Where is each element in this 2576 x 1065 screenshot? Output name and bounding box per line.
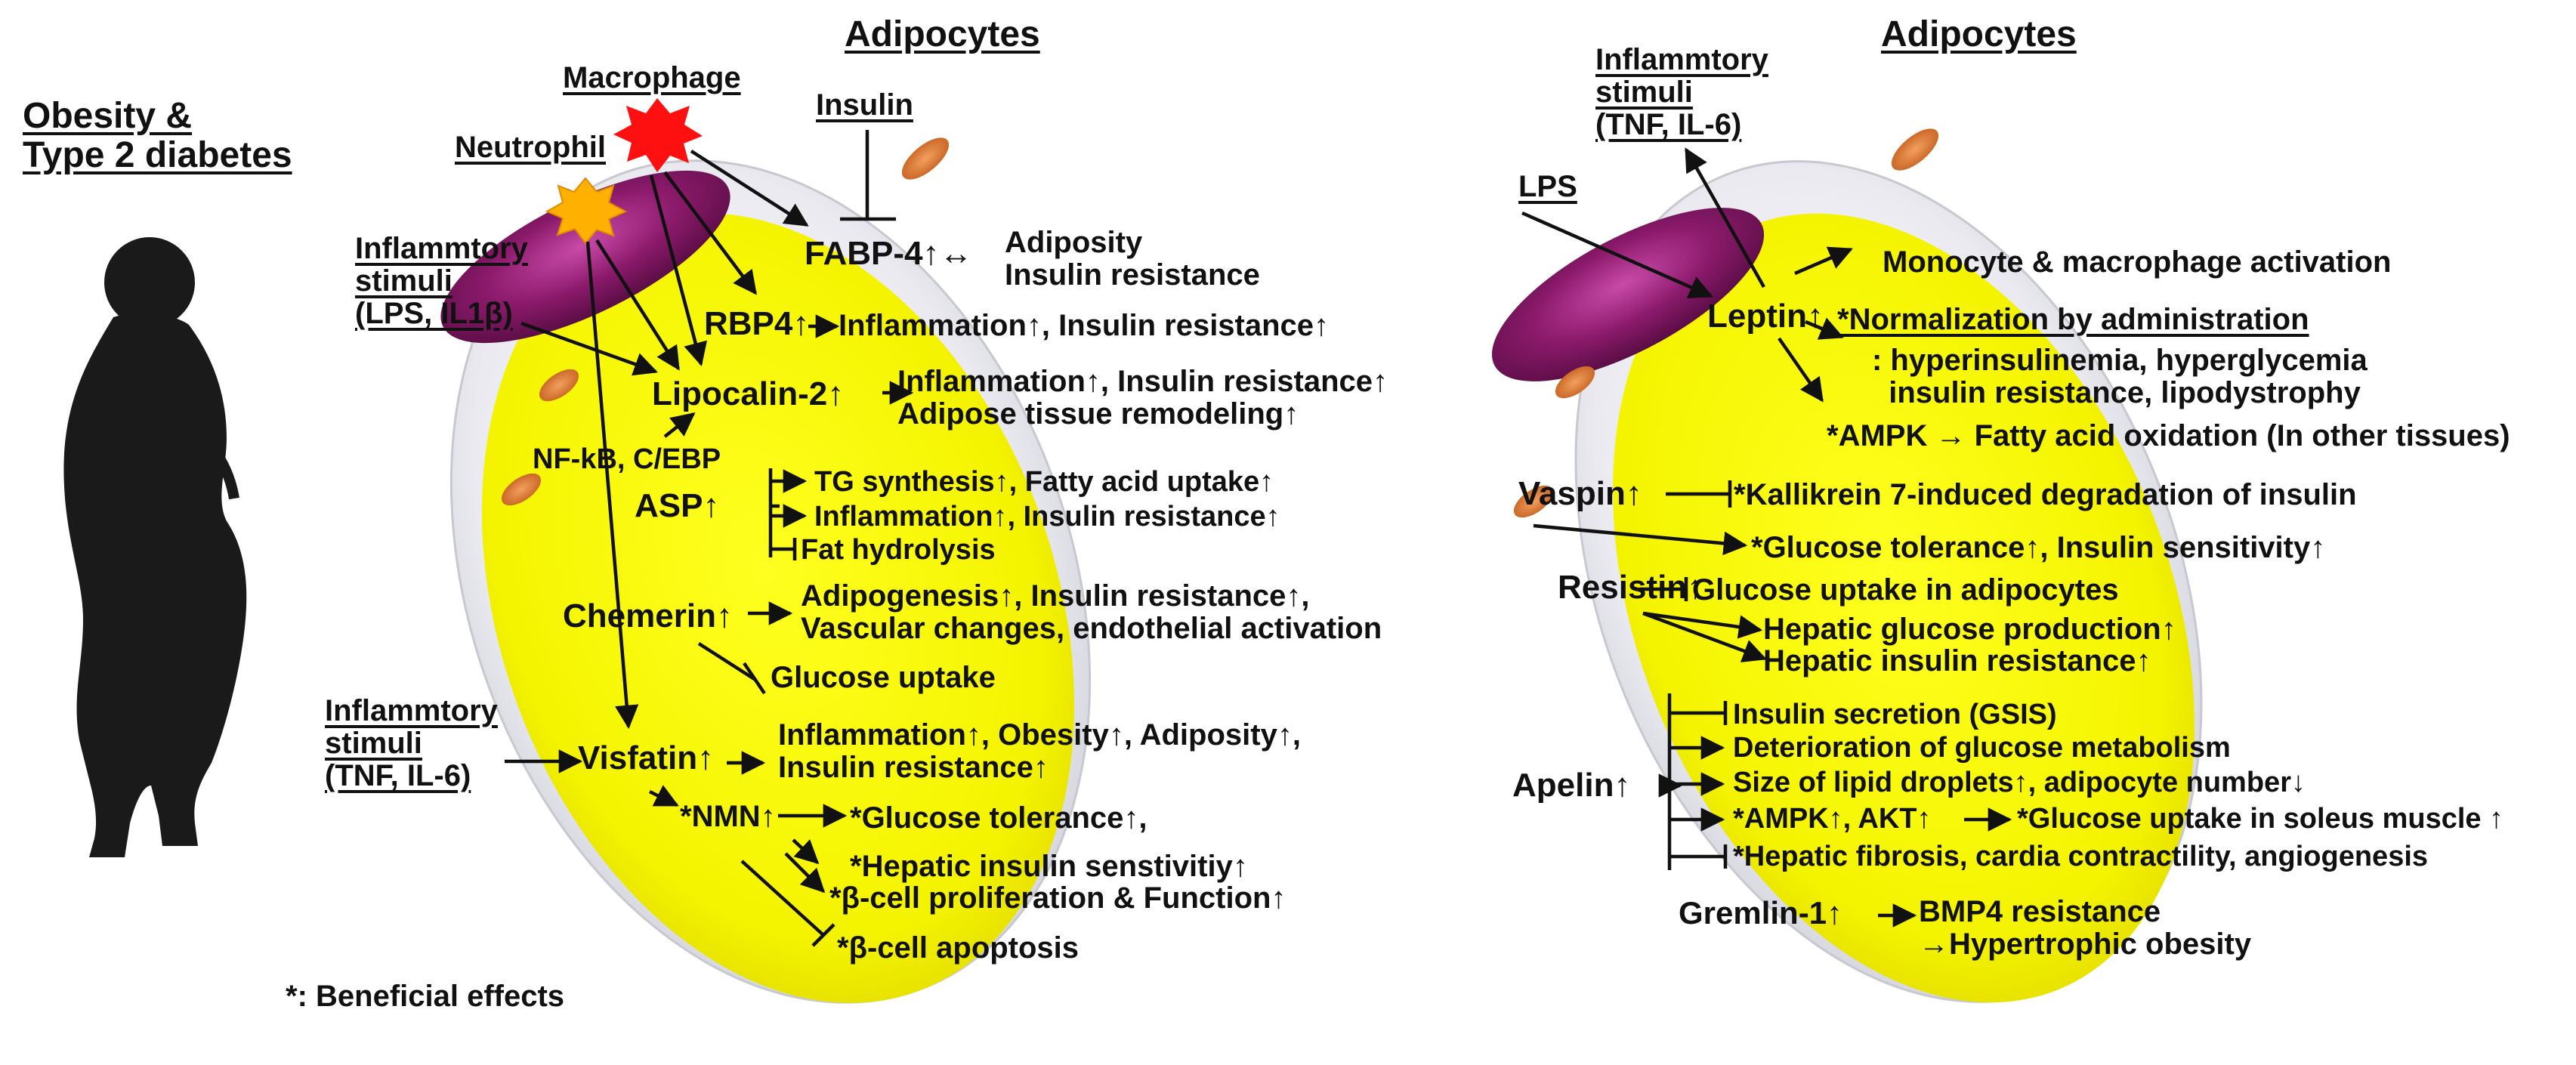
asp-effect-3: Fat hydrolysis: [801, 534, 996, 566]
fabp4-label: FABP-4↑↔: [805, 235, 973, 272]
resistin-effect-1: Hepatic glucose production↑: [1763, 613, 2176, 646]
adipocyte-cell-b: [1491, 128, 2203, 1003]
nmn-label: *NMN↑: [680, 800, 776, 833]
lipocalin2-label: Lipocalin-2↑: [652, 375, 845, 412]
adipocyte-cell-a: [440, 137, 1092, 1004]
nfkb-cebp-label: NF-kB, C/EBP: [533, 443, 721, 475]
vaspin-inhibit: *Kallikrein 7-induced degradation of ins…: [1734, 478, 2357, 511]
neutrophil-burst-icon: [545, 177, 628, 245]
asp-effect-2: Inflammation↑, Insulin resistance↑: [814, 501, 1280, 532]
chemerin-effects: Adipogenesis↑, Insulin resistance↑, Vasc…: [801, 579, 1382, 646]
leptin-effect-1: Monocyte & macrophage activation: [1883, 245, 2392, 279]
legend-beneficial-effects: *: Beneficial effects: [286, 980, 565, 1013]
leptin-effect-2-detail: : hyperinsulinemia, hyperglycemia insuli…: [1872, 344, 2368, 410]
lps-label: LPS: [1518, 170, 1577, 203]
neutrophil-label: Neutrophil: [455, 131, 606, 164]
figure-title: Obesity & Type 2 diabetes: [23, 96, 292, 175]
asp-label: ASP↑: [635, 487, 720, 524]
cell-b-connectors: [1521, 147, 2012, 928]
apelin-effect-4: *AMPK↑, AKT↑: [1733, 803, 1932, 835]
rbp4-effects: Inflammation↑, Insulin resistance↑: [839, 309, 1330, 342]
chemerin-inhibit: Glucose uptake: [771, 661, 996, 694]
macrophage-label: Macrophage: [563, 61, 741, 94]
vaspin-effect: *Glucose tolerance↑, Insulin sensitivity…: [1751, 531, 2326, 564]
stimuli-tnf-il6-a: Inflammtory stimuli (TNF, IL-6): [325, 694, 498, 793]
rbp4-label: RBP4↑: [704, 305, 810, 342]
lipocalin2-effects: Inflammation↑, Insulin resistance↑ Adipo…: [897, 365, 1388, 431]
visfatin-effects: Inflammation↑, Obesity↑, Adiposity↑, Ins…: [778, 718, 1301, 785]
leptin-effect-2-title: *Normalization by administration: [1837, 303, 2309, 336]
gremlin-label: Gremlin-1↑: [1679, 895, 1843, 931]
leptin-effect-3: *AMPK → Fatty acid oxidation (In other t…: [1827, 419, 2510, 452]
asp-effect-1: TG synthesis↑, Fatty acid uptake↑: [814, 466, 1274, 498]
cell-a-title: Adipocytes: [845, 14, 1040, 54]
apelin-effect-1: Insulin secretion (GSIS): [1733, 699, 2057, 730]
stimuli-tnf-il6-b: Inflammtory stimuli (TNF, IL-6): [1595, 43, 1768, 142]
fabp4-effects: Adiposity Insulin resistance: [1005, 226, 1260, 292]
nmn-inhibit: *β-cell apoptosis: [837, 931, 1080, 965]
apelin-downstream: *Glucose uptake in soleus muscle ↑: [2017, 803, 2504, 835]
nmn-effect-1: *Glucose tolerance↑,: [850, 801, 1147, 835]
leptin-label: Leptin↑: [1707, 298, 1824, 335]
apelin-label: Apelin↑: [1512, 767, 1631, 804]
vaspin-label: Vaspin↑: [1518, 475, 1642, 512]
resistin-effect-2: Hepatic insulin resistance↑: [1763, 644, 2151, 678]
apelin-effect-3: Size of lipid droplets↑, adipocyte numbe…: [1733, 767, 2306, 798]
chemerin-label: Chemerin↑: [563, 597, 733, 634]
macrophage-burst-icon: [613, 98, 703, 172]
stimuli-lps-il1b: Inflammtory stimuli (LPS, IL1β): [355, 232, 528, 331]
insulin-label: Insulin: [816, 88, 913, 122]
nmn-effect-3: *β-cell proliferation & Function↑: [829, 881, 1286, 915]
resistin-inhibit: Glucose uptake in adipocytes: [1692, 573, 2119, 607]
apelin-effect-2: Deterioration of glucose metabolism: [1733, 732, 2231, 764]
visfatin-label: Visfatin↑: [578, 739, 715, 776]
cell-a-connectors: [505, 130, 914, 947]
gremlin-effect: BMP4 resistance →Hypertrophic obesity: [1919, 895, 2252, 962]
cell-b-title: Adipocytes: [1881, 14, 2077, 54]
obese-person-silhouette: [63, 237, 247, 858]
nmn-effect-2: *Hepatic insulin senstivitiy↑: [850, 850, 1248, 883]
resistin-label: Resistin↑: [1558, 569, 1704, 606]
apelin-effect-5: *Hepatic fibrosis, cardia contractility,…: [1733, 841, 2429, 872]
